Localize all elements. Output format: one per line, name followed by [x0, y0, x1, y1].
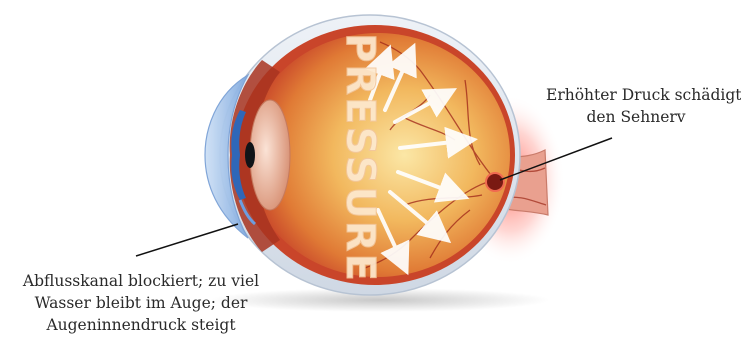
- annotation-line: Abflusskanal blockiert; zu viel: [10, 270, 272, 292]
- drainage-annotation: Abflusskanal blockiert; zu viel Wasser b…: [10, 270, 272, 336]
- pressure-text: PRESSURE: [337, 33, 383, 283]
- annotation-line: den Sehnerv: [546, 106, 726, 128]
- optic-disc: [486, 173, 504, 191]
- lens: [250, 100, 290, 210]
- leader-line-drainage: [136, 224, 238, 256]
- pupil: [245, 142, 255, 168]
- annotation-line: Wasser bleibt im Auge; der: [10, 292, 272, 314]
- annotation-line: Erhöhter Druck schädigt: [546, 84, 726, 106]
- annotation-line: Augeninnendruck steigt: [10, 314, 272, 336]
- optic-nerve-annotation: Erhöhter Druck schädigt den Sehnerv: [546, 84, 726, 128]
